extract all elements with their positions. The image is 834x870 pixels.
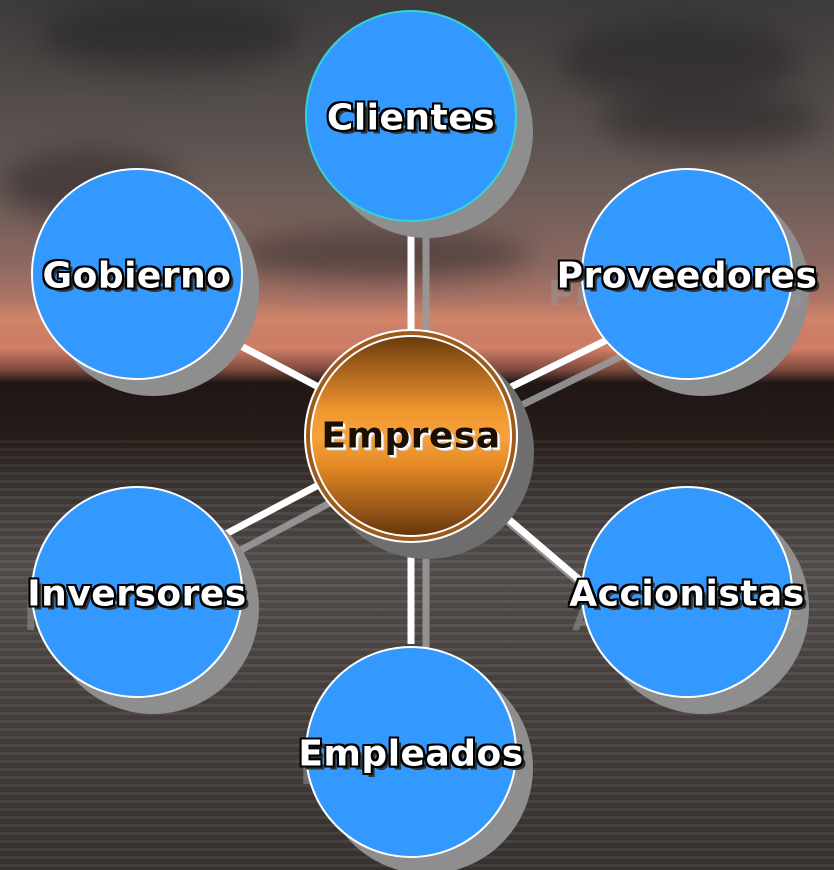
node-label-proveedores: Proveedores (556, 255, 818, 297)
node-label-empresa: Empresa (321, 415, 501, 457)
background-cloud (560, 20, 800, 100)
node-proveedores (581, 168, 793, 380)
background-cloud (600, 90, 820, 150)
node-accionistas (581, 486, 793, 698)
background-cloud (230, 230, 530, 280)
node-label-accionistas: Accionistas (569, 573, 805, 615)
node-label-clientes: Clientes (326, 97, 496, 139)
node-empresa (304, 329, 518, 543)
node-label-empleados: Empleados (298, 733, 524, 775)
background-cloud (40, 0, 300, 70)
node-gobierno (31, 168, 243, 380)
node-label-inversores: Inversores (27, 573, 247, 615)
node-inversores (31, 486, 243, 698)
node-empleados (305, 646, 517, 858)
node-clientes (305, 10, 517, 222)
node-label-gobierno: Gobierno (42, 255, 232, 297)
